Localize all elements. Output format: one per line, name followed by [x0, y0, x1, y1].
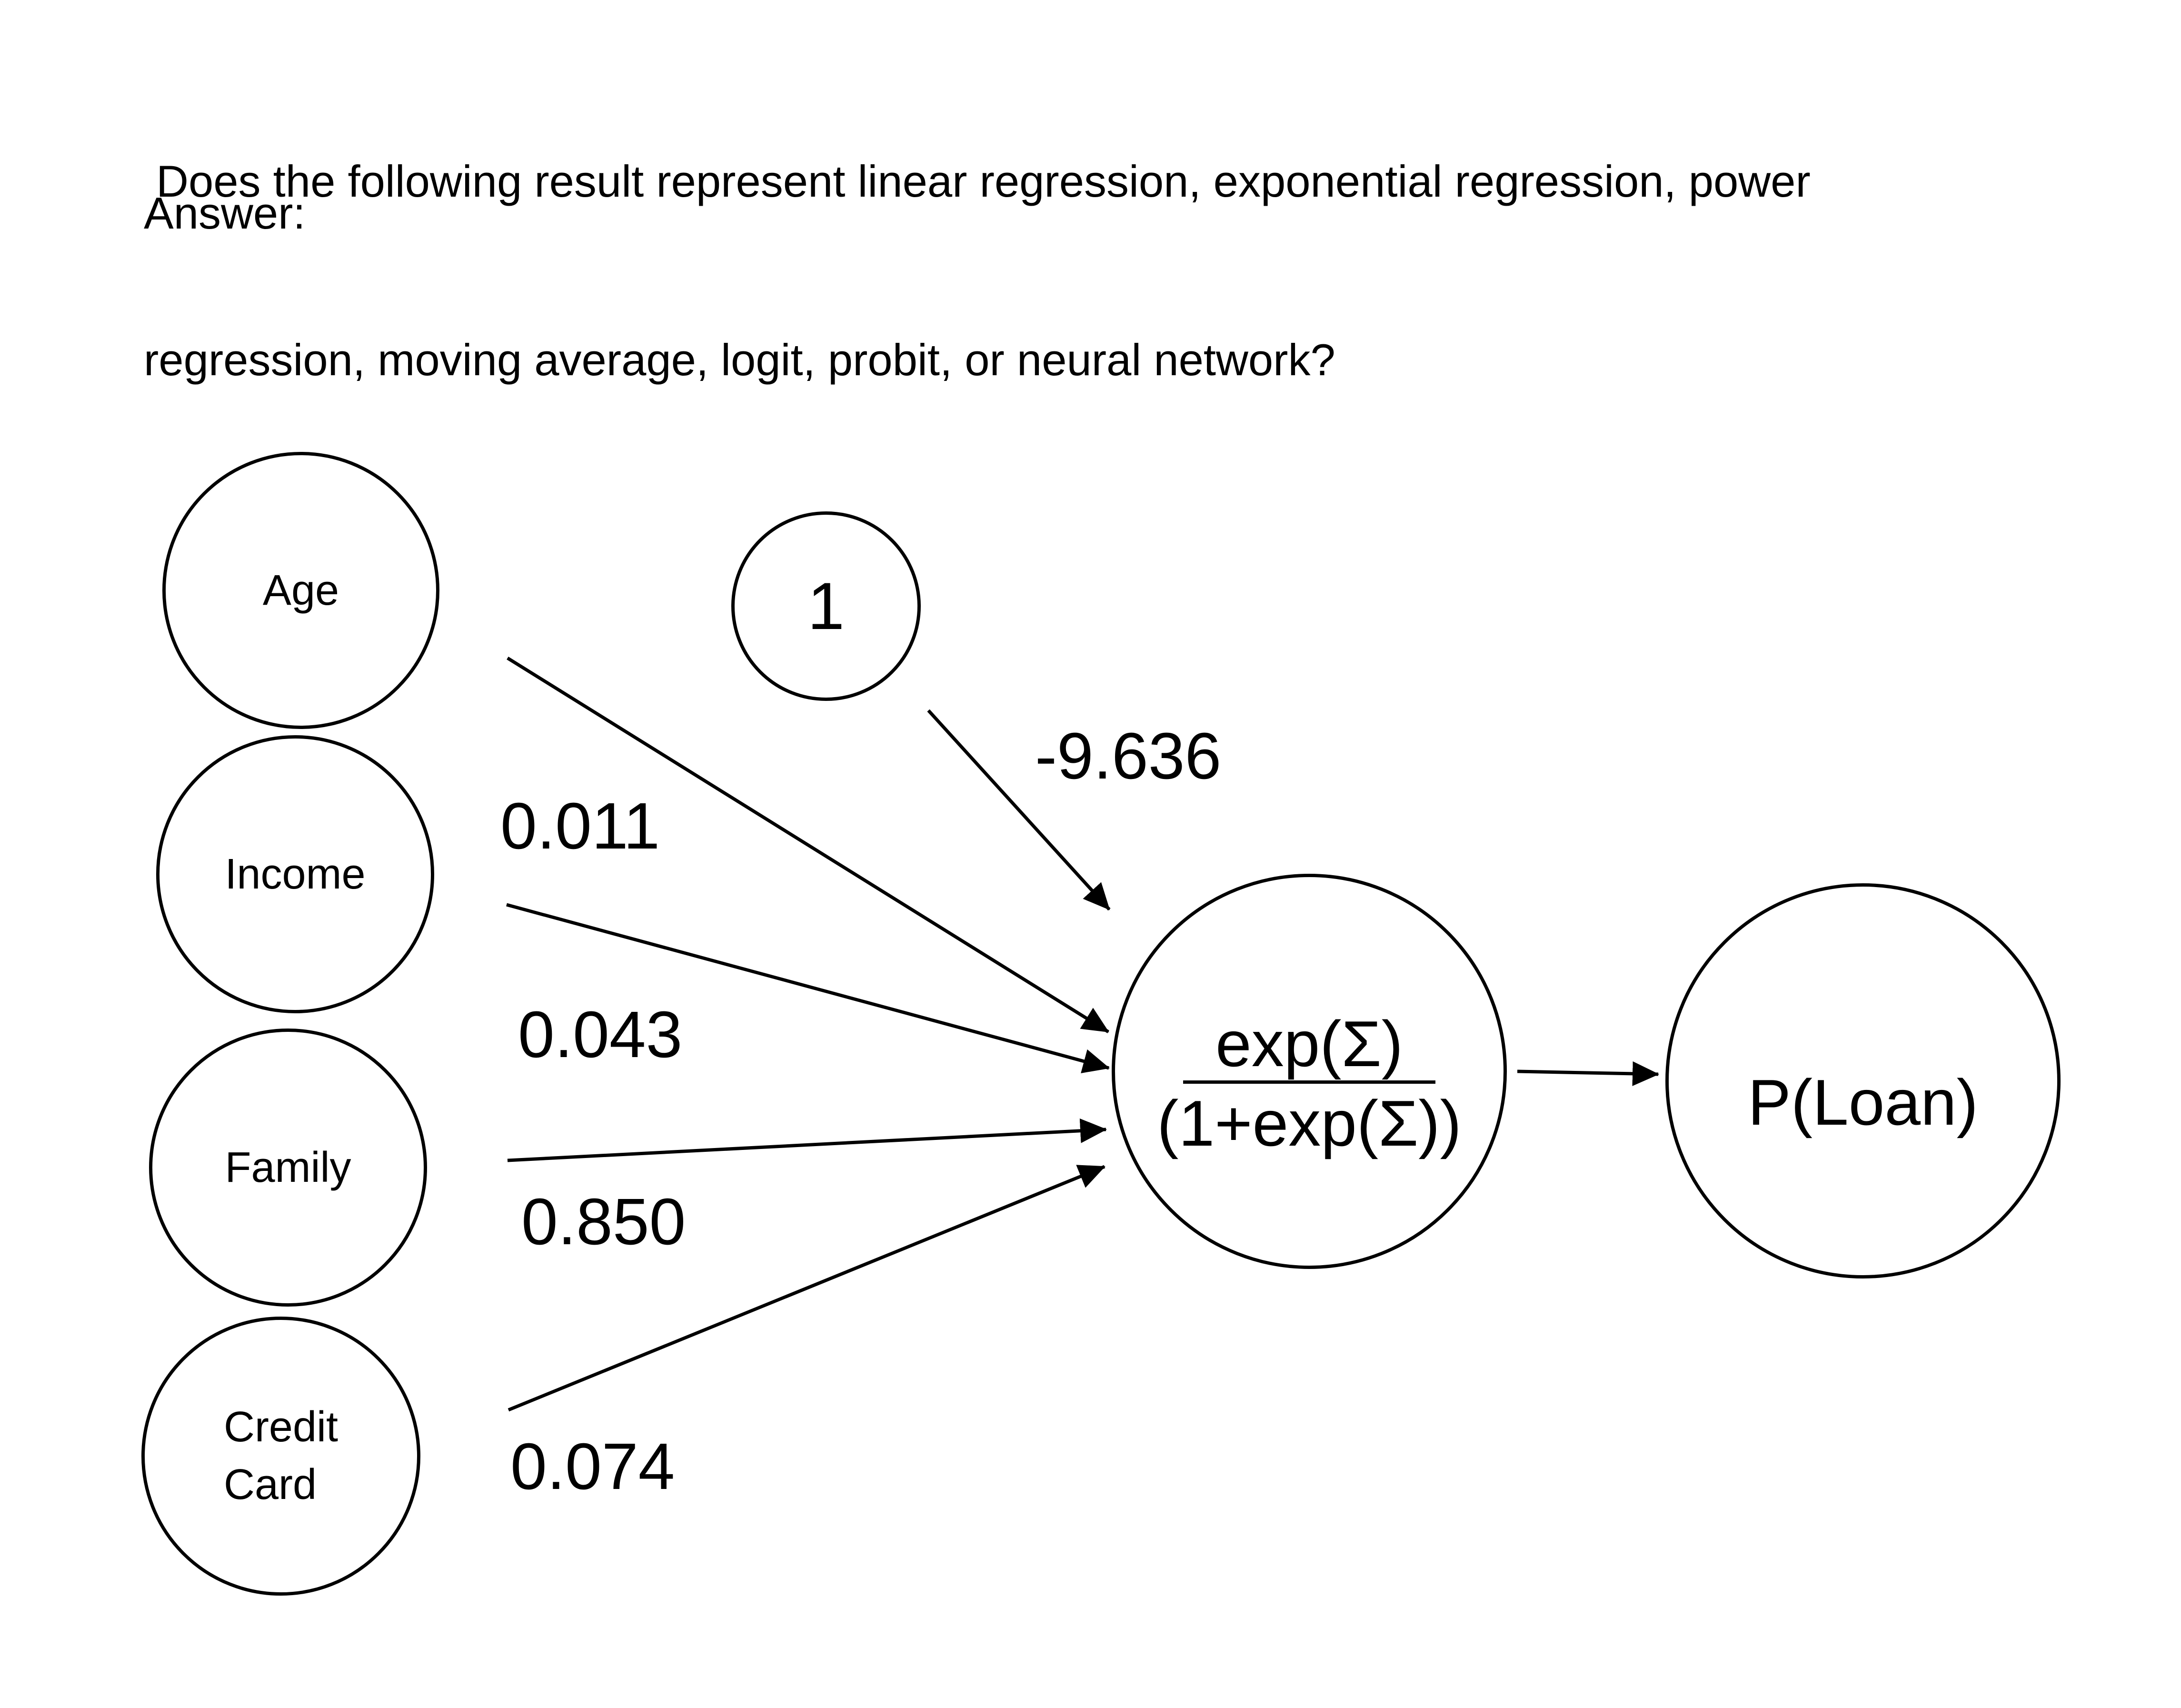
input-node-age-label: Age: [262, 566, 339, 614]
credit-card-label-line-1: Credit: [223, 1403, 339, 1451]
fraction-bar: [1183, 1080, 1435, 1084]
input-node-credit-card: Credit Card: [141, 1317, 420, 1596]
input-node-family-label: Family: [225, 1143, 351, 1191]
input-node-age: Age: [162, 452, 439, 729]
edge-family-to-activation: [507, 1118, 1107, 1162]
weight-label-bias: -9.636: [1035, 719, 1222, 793]
formula-denominator: (1+exp(Σ)): [1157, 1087, 1462, 1159]
credit-card-label-line-2: Card: [223, 1461, 317, 1508]
input-node-income-label: Income: [225, 850, 366, 898]
edge-activation-to-output: [1517, 1061, 1659, 1086]
bias-node-label: 1: [807, 569, 845, 643]
weight-label-age: 0.011: [500, 789, 660, 863]
input-node-credit-card-label: Credit Card: [224, 1398, 338, 1514]
weight-label-credit-card: 0.074: [510, 1430, 675, 1503]
logistic-formula: exp(Σ) (1+exp(Σ)): [1157, 984, 1462, 1159]
question-line-1: Does the following result represent line…: [144, 156, 1811, 206]
answer-label: Answer:: [144, 188, 306, 238]
input-node-income: Income: [156, 735, 434, 1013]
question-line-2: regression, moving average, logit, probi…: [144, 335, 1335, 385]
input-node-family: Family: [149, 1029, 427, 1307]
activation-node: exp(Σ) (1+exp(Σ)): [1112, 874, 1507, 1269]
output-node: P(Loan): [1665, 883, 2061, 1279]
bias-node: 1: [731, 511, 921, 701]
question-text: Does the following result represent line…: [144, 32, 1811, 509]
weight-label-income: 0.043: [518, 998, 683, 1071]
weight-label-family: 0.850: [521, 1185, 686, 1259]
output-node-label: P(Loan): [1748, 1066, 1978, 1139]
formula-numerator: exp(Σ): [1215, 1007, 1403, 1080]
